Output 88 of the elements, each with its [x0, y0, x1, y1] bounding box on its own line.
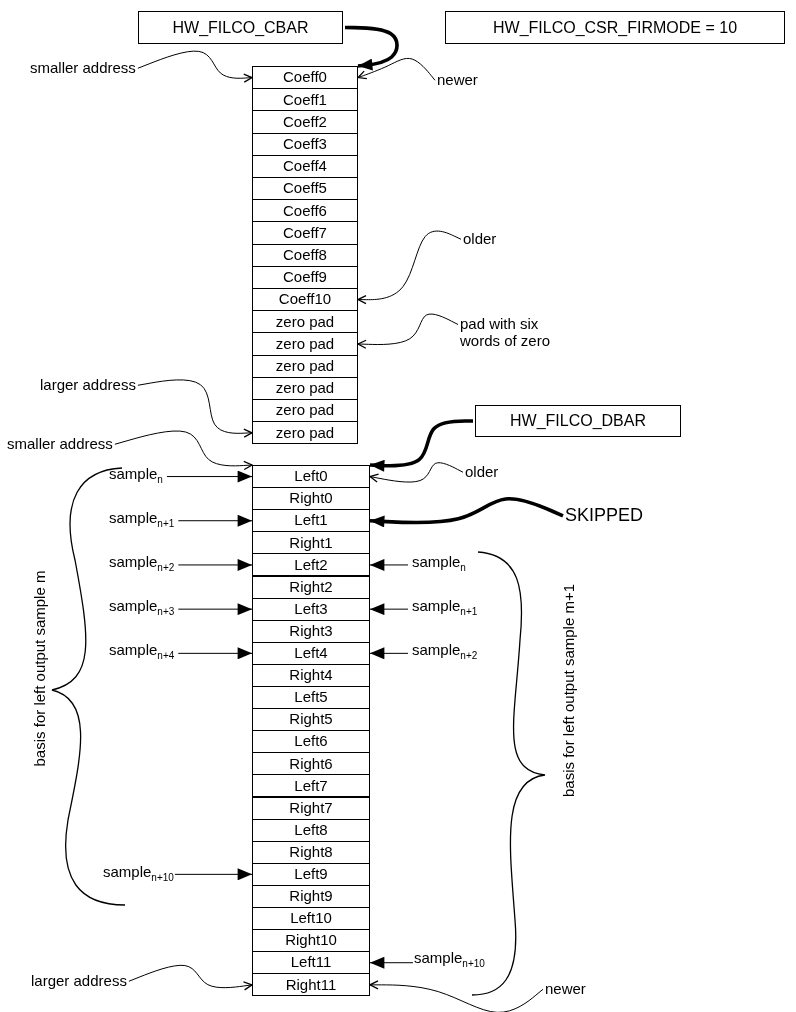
arrow [177, 514, 253, 527]
memory-cell: zero pad [252, 376, 358, 400]
annotation-text: smaller address [7, 436, 113, 453]
memory-cell: Right4 [252, 663, 370, 687]
annotation-text: older [465, 464, 499, 481]
memory-cell: zero pad [252, 332, 358, 356]
memory-cell: Right11 [252, 973, 370, 997]
arrow [177, 647, 253, 660]
memory-cell: Left4 [252, 641, 370, 665]
memory-cell: Coeff5 [252, 177, 358, 201]
curved-arrow [357, 230, 462, 305]
memory-cell: Coeff6 [252, 199, 358, 223]
memory-cell: Left7 [252, 774, 370, 798]
annotation-text: sample$_{n+2}$ [412, 642, 478, 661]
memory-cell: Coeff9 [252, 265, 358, 289]
register-box: HW_FILCO_CBAR [138, 11, 343, 44]
annotation-text: sample$_{n+10}$ [414, 950, 485, 969]
arrow [369, 956, 414, 969]
memory-cell: Left11 [252, 951, 370, 975]
memory-cell: Right5 [252, 708, 370, 732]
memory-cell: Left8 [252, 818, 370, 842]
curved-arrow [128, 964, 253, 991]
annotation-text: newer [437, 72, 478, 89]
register-box: HW_FILCO_CSR_FIRMODE = 10 [445, 11, 785, 44]
annotation-text: larger address [40, 377, 136, 394]
memory-cell: zero pad [252, 421, 358, 445]
arrow [166, 470, 253, 483]
memory-cell: Left9 [252, 862, 370, 886]
curved-arrow [369, 497, 564, 528]
curved-arrow [357, 313, 459, 349]
memory-cell: Right7 [252, 796, 370, 820]
memory-cell: Left0 [252, 465, 370, 489]
memory-cell: Right8 [252, 840, 370, 864]
curved-arrow [369, 419, 473, 472]
annotation-text: sample$_{n}$ [109, 466, 163, 485]
arrow [177, 603, 253, 616]
arrow [174, 868, 253, 881]
memory-cell: Right1 [252, 531, 370, 555]
annotation-text: smaller address [30, 60, 136, 77]
memory-cell: Left5 [252, 686, 370, 710]
curved-arrow [369, 980, 544, 1012]
memory-cell: Coeff3 [252, 132, 358, 156]
memory-cell: Left3 [252, 597, 370, 621]
memory-cell: Left10 [252, 907, 370, 931]
register-box: HW_FILCO_DBAR [475, 405, 681, 437]
memory-cell: Left6 [252, 730, 370, 754]
annotation-text: pad with six words of zero [460, 316, 560, 349]
memory-cell: Coeff7 [252, 221, 358, 245]
curved-arrow [137, 379, 253, 438]
annotation-text: sample$_{n+3}$ [109, 598, 175, 617]
annotation-text: sample$_{n+1}$ [109, 510, 175, 529]
memory-cell: Coeff10 [252, 288, 358, 312]
annotation-text: sample$_{n+2}$ [109, 554, 175, 573]
memory-cell: Coeff8 [252, 243, 358, 267]
memory-cell: Coeff4 [252, 154, 358, 178]
brace-label: basis for left output sample m+1 [559, 583, 577, 797]
memory-cell: zero pad [252, 399, 358, 423]
memory-cell: Right2 [252, 575, 370, 599]
memory-cell: Coeff1 [252, 88, 358, 112]
annotation-text: older [463, 231, 497, 248]
curved-arrow [357, 57, 436, 81]
memory-cell: Right0 [252, 487, 370, 511]
annotation-text: newer [545, 981, 586, 998]
arrow [177, 558, 253, 571]
arrow [369, 603, 409, 616]
annotation-text: sample$_{n+4}$ [109, 642, 175, 661]
memory-cell: Right9 [252, 884, 370, 908]
annotation-text: sample$_{n+1}$ [412, 598, 478, 617]
memory-cell: Left1 [252, 509, 370, 533]
curved-arrow [137, 50, 253, 83]
annotation-text: sample$_{n}$ [412, 554, 466, 573]
curved-arrow [369, 462, 464, 483]
memory-cell: Right6 [252, 752, 370, 776]
brace-label: basis for left output sample m [31, 570, 49, 766]
memory-cell: Coeff2 [252, 110, 358, 134]
curved-arrow [114, 430, 253, 471]
arrow [369, 647, 409, 660]
annotation-text: sample$_{n+10}$ [103, 864, 174, 883]
memory-cell: zero pad [252, 310, 358, 334]
arrow [369, 558, 409, 571]
memory-cell: Right10 [252, 929, 370, 953]
memory-cell: Coeff0 [252, 66, 358, 90]
annotation-text: larger address [31, 973, 127, 990]
annotation-text: SKIPPED [565, 506, 644, 526]
memory-cell: Right3 [252, 619, 370, 643]
memory-cell: zero pad [252, 354, 358, 378]
curved-arrow [345, 25, 399, 71]
memory-cell: Left2 [252, 553, 370, 577]
